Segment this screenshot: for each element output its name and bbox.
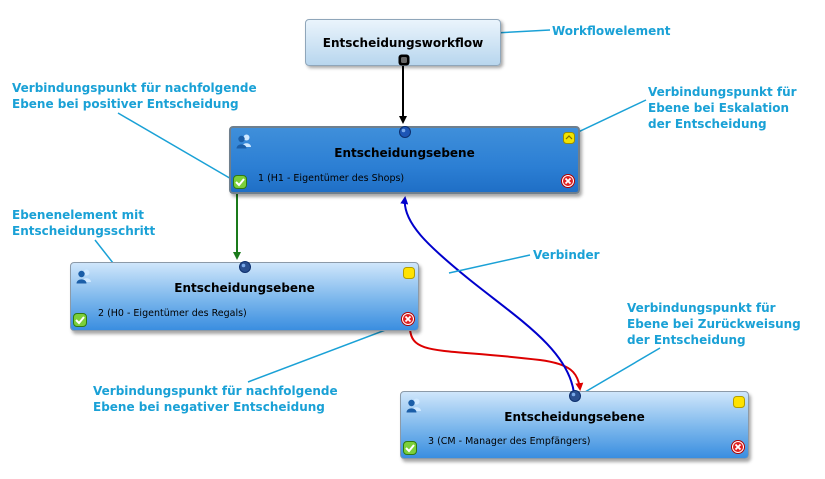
workflow-node[interactable]: Entscheidungsworkflow [305, 19, 501, 66]
level-subtitle: 2 (H0 - Eigentümer des Regals) [98, 308, 247, 319]
check-icon[interactable] [73, 313, 87, 327]
connection-point-icon[interactable] [568, 390, 581, 402]
annotation-negative-connection: Verbindungspunkt für nachfolgende Ebene … [93, 383, 338, 415]
leader-connector [448, 254, 531, 274]
annotation-line: der Entscheidung [648, 117, 767, 131]
level-title: Entscheidungsebene [504, 410, 645, 424]
annotation-line: Ebene bei Zurückweisung [627, 317, 801, 331]
check-icon[interactable] [233, 175, 247, 189]
decision-level-node[interactable]: Entscheidungsebene 2 (H0 - Eigentümer de… [70, 261, 419, 331]
leader-escalation [573, 99, 647, 135]
edge-level2-negative-to-level3[interactable] [409, 328, 584, 391]
annotation-workflow-element: Workflowelement [552, 23, 671, 39]
check-icon[interactable] [403, 441, 417, 455]
annotation-line: Entscheidungsschritt [12, 224, 156, 238]
annotation-escalation-connection: Verbindungspunkt für Ebene bei Eskalatio… [648, 84, 797, 132]
user-group-icon [76, 269, 91, 284]
reject-icon[interactable] [731, 440, 745, 454]
level-title: Entscheidungsebene [334, 146, 475, 160]
connection-point-icon[interactable] [398, 126, 411, 138]
annotation-line: Verbindungspunkt für nachfolgende [12, 81, 257, 95]
escalation-icon[interactable] [403, 267, 415, 279]
leader-workflow [494, 29, 551, 34]
annotation-line: Ebene bei Eskalation [648, 101, 790, 115]
annotation-line: Ebene bei negativer Entscheidung [93, 400, 325, 414]
level-subtitle: 1 (H1 - Eigentümer des Shops) [258, 173, 405, 184]
annotation-line: Verbindungspunkt für [627, 301, 776, 315]
annotation-line: Ebenenelement mit [12, 208, 144, 222]
annotation-positive-connection: Verbindungspunkt für nachfolgende Ebene … [12, 80, 257, 112]
annotation-reject-connection: Verbindungspunkt für Ebene bei Zurückwei… [627, 300, 801, 348]
annotation-line: Workflowelement [552, 24, 671, 38]
decision-level-node[interactable]: Entscheidungsebene 3 (CM - Manager des E… [400, 390, 749, 459]
level-title: Entscheidungsebene [174, 281, 315, 295]
level-subtitle: 3 (CM - Manager des Empfängers) [428, 436, 591, 447]
annotation-line: Ebene bei positiver Entscheidung [12, 97, 239, 111]
escalation-icon[interactable] [563, 132, 575, 144]
annotation-connector: Verbinder [533, 247, 600, 263]
leader-positive [117, 112, 234, 181]
reject-icon[interactable] [401, 312, 415, 326]
escalation-icon[interactable] [733, 396, 745, 408]
user-group-icon [406, 398, 421, 413]
annotation-level-element: Ebenenelement mit Entscheidungsschritt [12, 207, 155, 239]
user-group-icon [236, 134, 251, 149]
connection-point-icon[interactable] [238, 261, 251, 273]
reject-icon[interactable] [561, 174, 575, 188]
annotation-line: Verbindungspunkt für [648, 85, 797, 99]
annotation-line: Verbinder [533, 248, 600, 262]
decision-level-node[interactable]: Entscheidungsebene 1 (H1 - Eigentümer de… [229, 126, 580, 194]
leader-reject [584, 347, 661, 393]
annotation-line: Verbindungspunkt für nachfolgende [93, 384, 338, 398]
connection-point-icon[interactable] [398, 54, 410, 66]
workflow-node-title: Entscheidungsworkflow [322, 36, 484, 50]
leader-negative [247, 322, 405, 383]
edge-level3-escalation-to-level1[interactable] [400, 196, 575, 394]
annotation-line: der Entscheidung [627, 333, 746, 347]
